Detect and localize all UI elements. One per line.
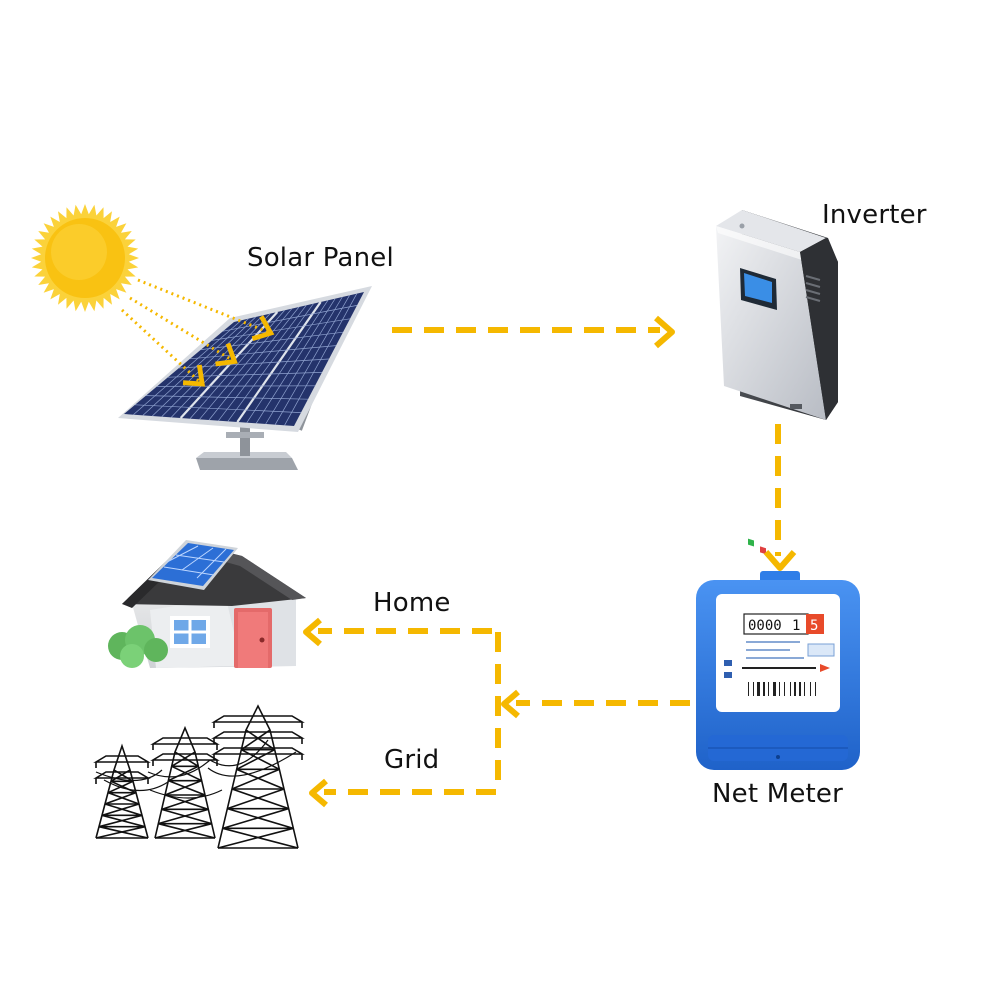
power-tower-icon bbox=[93, 704, 305, 849]
inverter-icon bbox=[716, 210, 838, 555]
arrow-icon bbox=[654, 315, 675, 349]
inverter-label: Inverter bbox=[822, 200, 927, 230]
house-icon bbox=[108, 540, 306, 668]
solar-panel-label: Solar Panel bbox=[247, 243, 394, 273]
solar-panel-icon bbox=[118, 278, 372, 470]
meter-digits: 0000 bbox=[748, 618, 782, 634]
sun-icon bbox=[31, 204, 139, 312]
arrow-icon bbox=[501, 689, 520, 719]
meter-digit-last: 1 bbox=[792, 618, 800, 634]
arrow-icon bbox=[303, 617, 322, 647]
grid-label: Grid bbox=[384, 745, 440, 775]
arrow-icon bbox=[309, 778, 328, 808]
net-meter-icon: 0000 1 5 bbox=[696, 571, 860, 770]
flow-arrows bbox=[303, 315, 797, 808]
home-label: Home bbox=[373, 588, 451, 618]
net-meter-label: Net Meter bbox=[712, 779, 844, 809]
arrow-icon bbox=[763, 550, 797, 571]
meter-digit-highlight: 5 bbox=[810, 618, 818, 634]
